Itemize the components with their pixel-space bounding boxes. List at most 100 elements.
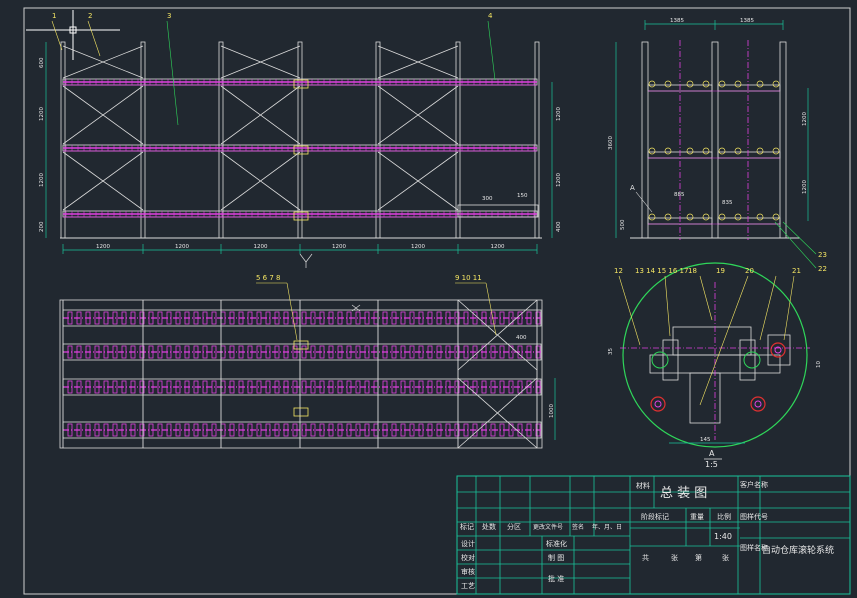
tb-stage-label: 阶段标记 bbox=[641, 512, 669, 521]
plan-roller bbox=[499, 311, 505, 325]
plan-roller bbox=[139, 380, 145, 394]
tb-row-2: 审核 bbox=[461, 567, 475, 576]
detail-roller-hub bbox=[774, 346, 782, 354]
roller-wheel bbox=[772, 147, 780, 155]
plan-roller bbox=[535, 380, 541, 394]
side-upright bbox=[711, 41, 719, 239]
detail-circle bbox=[622, 262, 808, 448]
leader-line bbox=[485, 282, 497, 336]
tb-scale-value: 1:40 bbox=[714, 532, 732, 541]
dimension-label: 3600 bbox=[608, 136, 614, 150]
roller-wheel bbox=[756, 80, 764, 88]
detail-roller-hub bbox=[754, 400, 762, 408]
plan-roller bbox=[400, 423, 406, 437]
callout-number: 18 bbox=[688, 267, 697, 275]
detail-roller bbox=[770, 342, 786, 358]
plan-roller bbox=[94, 345, 100, 359]
plan-roller bbox=[328, 345, 334, 359]
plan-roller bbox=[508, 423, 514, 437]
brace-member bbox=[220, 85, 301, 145]
plan-roller bbox=[328, 380, 334, 394]
plan-roller bbox=[202, 311, 208, 325]
plan-roller bbox=[121, 380, 127, 394]
plan-roller bbox=[139, 423, 145, 437]
plan-roller bbox=[535, 423, 541, 437]
plan-roller bbox=[211, 380, 217, 394]
plan-roller bbox=[409, 423, 415, 437]
plan-roller bbox=[292, 380, 298, 394]
detail-side-roller-block bbox=[767, 334, 791, 366]
dimension-label: 1200 bbox=[556, 107, 562, 121]
callout-number: 9 10 11 bbox=[455, 274, 482, 282]
plan-roller bbox=[265, 345, 271, 359]
plan-roller bbox=[481, 423, 487, 437]
roller-wheel bbox=[734, 80, 742, 88]
plan-roller bbox=[382, 423, 388, 437]
tb-row-1: 校对 bbox=[461, 553, 475, 562]
plan-roller bbox=[508, 345, 514, 359]
plan-roller bbox=[112, 345, 118, 359]
plan-roller bbox=[121, 423, 127, 437]
plan-roller bbox=[184, 423, 190, 437]
drive-unit bbox=[293, 79, 309, 89]
plan-roller bbox=[508, 311, 514, 325]
plan-roller bbox=[346, 380, 352, 394]
plan-roller bbox=[463, 345, 469, 359]
plan-roller bbox=[409, 380, 415, 394]
plan-roller bbox=[193, 423, 199, 437]
plan-roller bbox=[445, 380, 451, 394]
plan-roller bbox=[391, 380, 397, 394]
plan-roller bbox=[247, 311, 253, 325]
plan-roller bbox=[391, 345, 397, 359]
plan-roller bbox=[427, 423, 433, 437]
plan-brace bbox=[457, 299, 538, 371]
plan-roller bbox=[148, 380, 154, 394]
callout-number: 13 14 15 16 17 bbox=[635, 267, 688, 275]
plan-roller bbox=[319, 423, 325, 437]
plan-roller bbox=[463, 311, 469, 325]
leader-line bbox=[635, 191, 653, 213]
roller-wheel bbox=[734, 147, 742, 155]
tb-row-mid-0: 标准化 bbox=[546, 539, 567, 548]
dimension-label: 1200 bbox=[802, 180, 808, 194]
dimension-label: 200 bbox=[39, 221, 45, 232]
detail-wheel bbox=[743, 351, 761, 369]
brace-member bbox=[377, 85, 459, 145]
tb-rev-h2: 分区 bbox=[507, 522, 521, 531]
plan-roller bbox=[490, 380, 496, 394]
plan-roller bbox=[310, 345, 316, 359]
tb-sheet-label: 第 bbox=[695, 553, 702, 562]
roller-wheel bbox=[702, 147, 710, 155]
roller-wheel bbox=[686, 147, 694, 155]
plan-roller bbox=[139, 311, 145, 325]
plan-roller bbox=[130, 345, 136, 359]
plan-roller bbox=[427, 345, 433, 359]
plan-roller bbox=[148, 345, 154, 359]
side-shelf bbox=[717, 84, 781, 92]
cursor-crosshair-icon bbox=[26, 10, 120, 60]
brace-member bbox=[62, 85, 144, 145]
roller-wheel bbox=[648, 80, 656, 88]
plan-roller bbox=[175, 423, 181, 437]
roller-wheel bbox=[702, 213, 710, 221]
leader-line bbox=[759, 275, 777, 341]
tb-sheet-unit-2: 张 bbox=[722, 553, 729, 562]
roller-wheel bbox=[718, 213, 726, 221]
plan-roller bbox=[193, 380, 199, 394]
plan-roller bbox=[76, 311, 82, 325]
plan-roller bbox=[454, 345, 460, 359]
side-shelf bbox=[717, 217, 781, 225]
plan-roller bbox=[310, 423, 316, 437]
leader-line bbox=[782, 221, 817, 255]
section-marker-label: A bbox=[630, 184, 635, 192]
plan-roller bbox=[94, 380, 100, 394]
plan-roller bbox=[436, 345, 442, 359]
plan-roller bbox=[463, 423, 469, 437]
tb-project-label: 图样名称 bbox=[740, 543, 768, 552]
roller-wheel bbox=[686, 213, 694, 221]
plan-roller bbox=[472, 423, 478, 437]
plan-roller bbox=[292, 345, 298, 359]
plan-roller bbox=[481, 380, 487, 394]
plan-roller bbox=[346, 345, 352, 359]
